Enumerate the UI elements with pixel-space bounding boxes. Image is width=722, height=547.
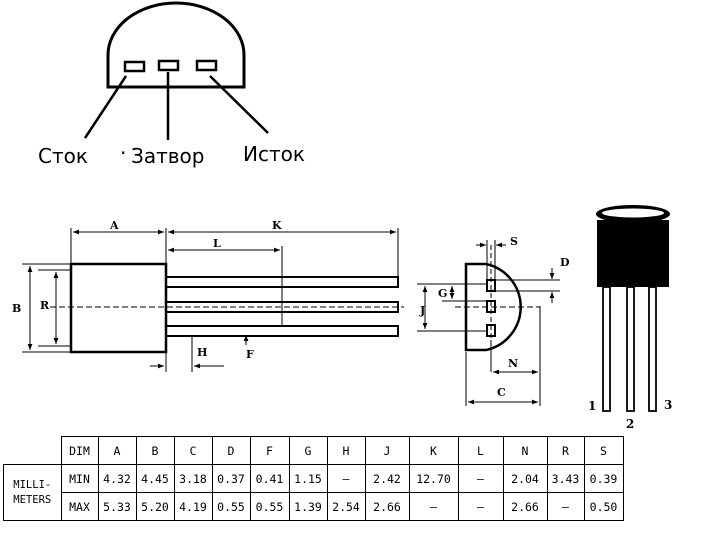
cell-min-g: 1.15 [288, 464, 328, 493]
dim-label-r: R [40, 299, 50, 312]
cell-min-r: 3.43 [546, 464, 585, 493]
cell-max-j: 2.66 [364, 492, 410, 521]
col-k: K [408, 436, 459, 465]
col-l: L [457, 436, 504, 465]
side-view [22, 228, 404, 372]
end-view [417, 240, 560, 406]
table-row-min: MILLI- METERS MIN 4.32 4.45 3.18 0.37 0.… [3, 464, 624, 521]
cell-min-s: 0.39 [583, 464, 624, 493]
dim-label-j: J [419, 304, 425, 317]
label-source: Исток [243, 142, 305, 166]
col-c: C [173, 436, 213, 465]
pinout-view [83, 1, 269, 140]
col-f: F [249, 436, 290, 465]
lead-bottom [165, 325, 399, 337]
cell-max-s: 0.50 [583, 492, 624, 521]
row-label-max: MAX [60, 492, 99, 521]
dim-label-b: B [12, 302, 21, 315]
pin-number-3: 3 [664, 398, 672, 412]
cell-max-h: 2.54 [326, 492, 366, 521]
cell-min-f: 0.41 [249, 464, 290, 493]
units-cell: MILLI- METERS [3, 464, 62, 521]
dim-label-l: L [213, 237, 221, 250]
cell-max-g: 1.39 [288, 492, 328, 521]
pin-pad-gate [157, 59, 180, 72]
lead-3d-2 [626, 286, 635, 412]
cell-max-d: 0.55 [211, 492, 251, 521]
dim-label-k: K [272, 219, 282, 232]
cell-min-a: 4.32 [97, 464, 137, 493]
lead-3d-3 [648, 286, 657, 412]
col-n: N [502, 436, 548, 465]
cell-max-c: 4.19 [173, 492, 213, 521]
table-header-row: DIM A B C D F G H J K L N R S [4, 436, 624, 465]
cell-min-k: 12.70 [408, 464, 459, 493]
col-j: J [364, 436, 410, 465]
cell-max-n: 2.66 [502, 492, 548, 521]
dim-label-g: G [438, 287, 447, 300]
units-line-1: MILLI- [13, 478, 52, 491]
col-d: D [211, 436, 251, 465]
row-label-min: MIN [60, 464, 99, 493]
col-h: H [326, 436, 366, 465]
table-row-max: MAX 5.33 5.20 4.19 0.55 0.55 1.39 2.54 2… [4, 492, 624, 521]
pin-number-1: 1 [588, 399, 596, 413]
dim-label-f: F [246, 348, 254, 361]
dim-label-n: N [508, 357, 518, 370]
cell-min-l: – [457, 464, 504, 493]
cell-max-b: 5.20 [135, 492, 175, 521]
dimension-table: DIM A B C D F G H J K L N R S MILLI- MET… [3, 436, 624, 521]
dim-label-a: A [109, 219, 119, 232]
units-line-2: METERS [13, 493, 52, 506]
cell-min-j: 2.42 [364, 464, 410, 493]
label-drain: Сток [38, 144, 88, 168]
table-header-dim: DIM [60, 436, 99, 465]
dim-label-d: D [560, 256, 570, 269]
leader-drain [83, 75, 128, 139]
cell-max-k: – [408, 492, 459, 521]
package-body-side [69, 262, 168, 354]
package-3d-body [597, 220, 669, 287]
cell-min-c: 3.18 [173, 464, 213, 493]
transistor-drawing: Сток · Затвор Исток A K L B R H F [12, 1, 672, 431]
package-outline-end [464, 262, 522, 352]
dim-label-c: C [497, 386, 506, 399]
pin-number-2: 2 [626, 417, 634, 431]
col-r: R [546, 436, 585, 465]
dim-label-h: H [197, 346, 207, 359]
label-dot: · [120, 141, 126, 165]
col-g: G [288, 436, 328, 465]
cell-max-a: 5.33 [97, 492, 137, 521]
cell-min-d: 0.37 [211, 464, 251, 493]
pin-pad-source [195, 59, 218, 72]
leader-source [209, 75, 269, 134]
cell-max-f: 0.55 [249, 492, 290, 521]
transistor-3d-view [596, 205, 670, 412]
col-s: S [583, 436, 624, 465]
cell-min-h: – [326, 464, 366, 493]
lead-3d-1 [602, 286, 611, 412]
label-gate: Затвор [131, 144, 204, 168]
cell-min-b: 4.45 [135, 464, 175, 493]
cell-max-l: – [457, 492, 504, 521]
package-outline-top [106, 1, 246, 89]
cell-max-r: – [546, 492, 585, 521]
dim-label-s: S [510, 235, 518, 248]
col-a: A [97, 436, 137, 465]
col-b: B [135, 436, 175, 465]
pin-pad-drain [123, 60, 146, 73]
cell-min-n: 2.04 [502, 464, 548, 493]
